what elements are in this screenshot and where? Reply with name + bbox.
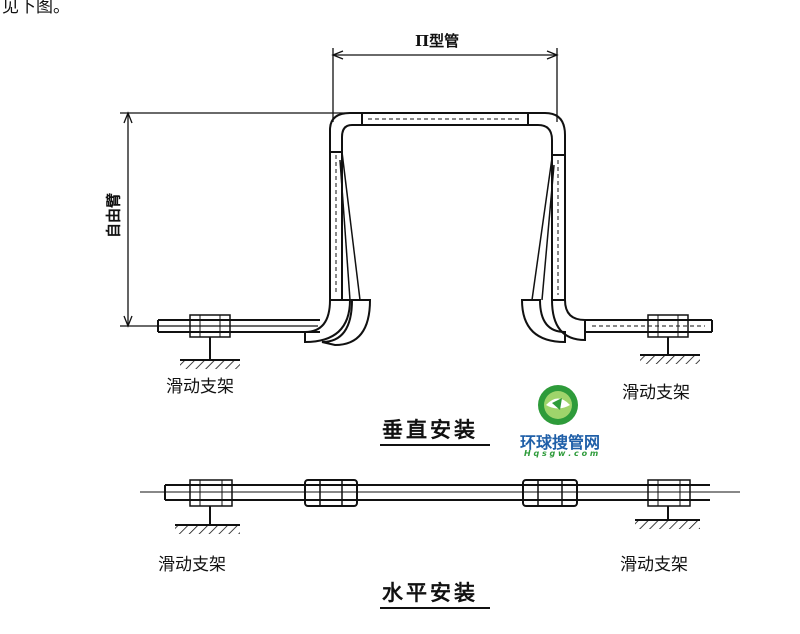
horizontal-pipe [164,484,710,501]
vertical-installation [120,48,713,446]
top-text-fragment: 见下图。 [2,0,70,17]
right-bottom-elbow [520,299,586,344]
left-top-elbow [329,112,363,153]
watermark-domain: H q s g w . c o m [524,449,599,458]
sliding-support-label-vertical-left: 滑动支架 [166,377,234,397]
left-vertical-pipe [329,150,361,301]
right-vertical-pipe [531,155,566,301]
free-arm-dimension [120,111,345,328]
coupling-right [522,479,578,507]
top-horizontal-pipe [362,112,528,126]
vertical-installation-caption: 垂直安装 [382,417,478,442]
watermark-logo-icon [538,385,578,425]
left-bottom-elbow [304,299,372,347]
right-top-elbow [527,112,566,156]
u-pipe-dimension [331,48,559,122]
u-pipe-label: Π型管 [415,32,460,50]
sliding-support-label-horizontal-right: 滑动支架 [620,555,688,575]
horizontal-installation [140,479,740,609]
sliding-support-label-vertical-right: 滑动支架 [622,383,690,403]
right-support-horizontal [635,479,700,529]
free-arm-label: 自由臂 [104,193,123,239]
watermark-name: 环球搜管网 [520,433,601,452]
horizontal-installation-caption: 水平安装 [382,580,478,605]
left-support-horizontal [175,479,240,534]
left-support-vertical [180,314,240,369]
sliding-support-label-horizontal-left: 滑动支架 [158,555,226,575]
right-support-vertical [640,314,700,364]
coupling-left [304,479,358,507]
